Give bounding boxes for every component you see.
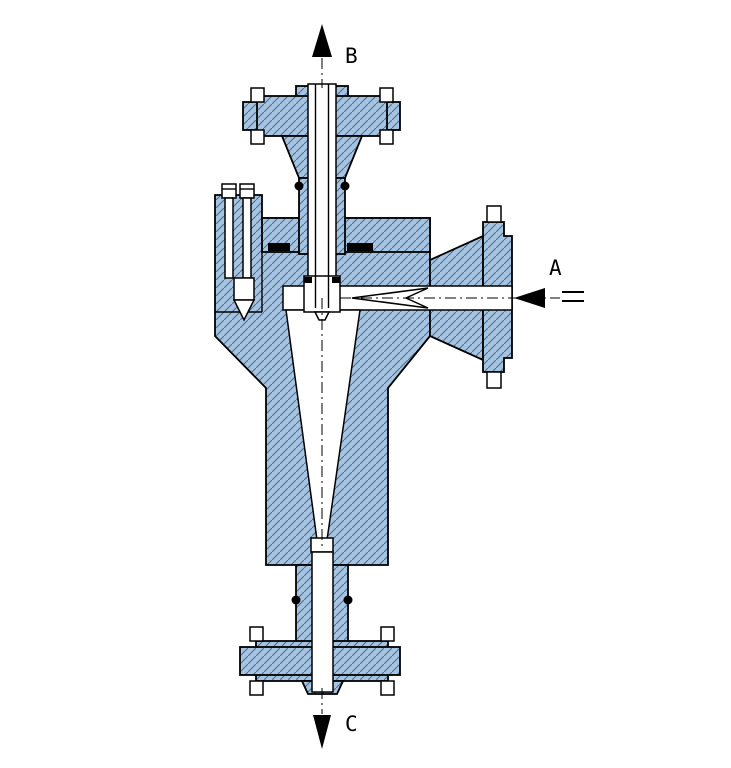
flow-arrow-up-icon	[312, 24, 332, 57]
vortex-finder-tip	[313, 311, 331, 321]
bolt-end-mark	[250, 129, 265, 145]
stud-bolt	[224, 197, 234, 279]
hex-nut	[239, 183, 255, 199]
o-ring-seal	[294, 181, 304, 191]
o-ring-seal	[291, 595, 301, 605]
internal-cavities	[282, 83, 513, 693]
bolt-end-mark	[250, 87, 265, 103]
bolt-end-mark	[380, 626, 395, 642]
label-inlet: A	[549, 256, 562, 280]
collar-seal	[304, 277, 312, 283]
collar-seal	[332, 277, 340, 283]
overflow-pipe	[307, 83, 337, 279]
needle-plug	[233, 277, 255, 301]
needle-plug-tip	[232, 299, 256, 322]
flow-annotations: B A C	[312, 24, 562, 749]
label-overflow: B	[345, 44, 358, 68]
label-underflow: C	[345, 712, 358, 736]
flow-arrow-left-icon	[514, 288, 545, 308]
bolt-end-mark	[379, 87, 394, 103]
bolt-end-mark	[379, 129, 394, 145]
o-ring-seal	[340, 181, 350, 191]
stud-bolt	[242, 197, 252, 279]
bolt-end-mark	[249, 680, 264, 696]
bolt-end-mark	[380, 680, 395, 696]
bolt-end-mark	[486, 205, 502, 223]
bolt-end-mark	[249, 626, 264, 642]
stud-bolt-group	[221, 183, 256, 322]
hex-nut	[221, 183, 237, 199]
gland-seal	[268, 243, 290, 251]
bolt-end-mark	[486, 371, 502, 389]
underflow-bore	[311, 551, 334, 693]
flow-arrow-down-icon	[313, 715, 331, 749]
gland-seal	[347, 243, 373, 251]
o-ring-seal	[343, 595, 353, 605]
